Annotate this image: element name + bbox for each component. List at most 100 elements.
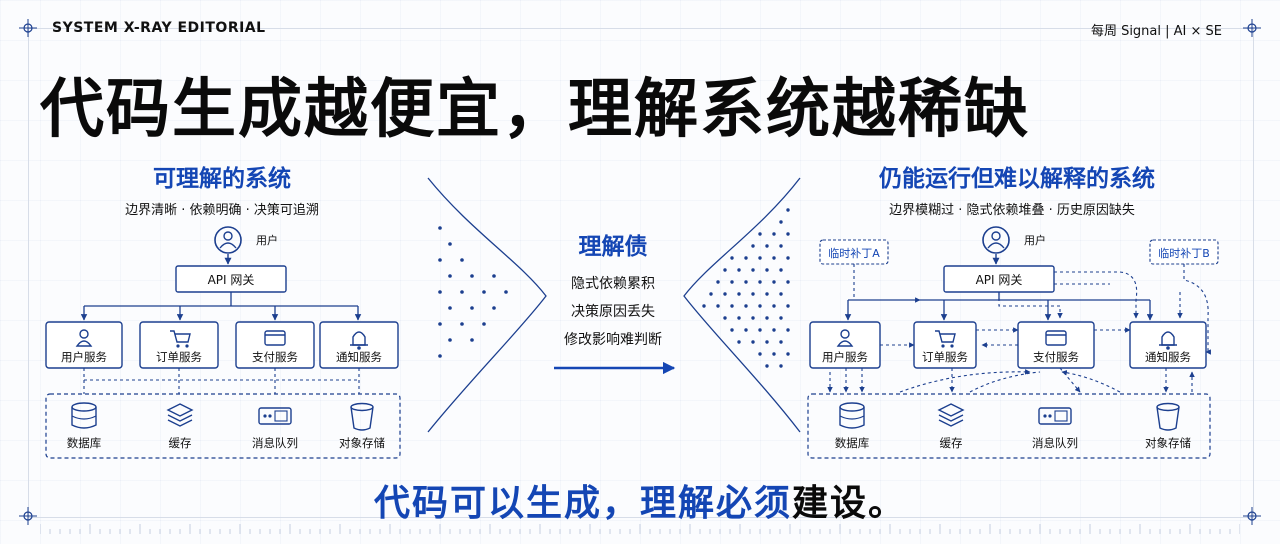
dot [470,274,474,278]
dot [737,268,741,272]
dot [772,352,776,356]
dot [448,242,452,246]
dot [492,306,496,310]
dot [438,226,442,230]
queue-icon [1038,407,1072,425]
dot [716,280,720,284]
user-service-box [809,321,881,369]
dot [765,244,769,248]
left-panel-subtitle: 边界清晰 · 依赖明确 · 决策可追溯 [125,202,319,218]
bucket-icon [350,402,374,431]
dots-right [702,208,790,368]
footer-slogan: 代码可以生成，理解必须建设。 [0,474,1280,526]
border-frame [28,28,1254,518]
dot [482,322,486,326]
dot [751,268,755,272]
dot [765,292,769,296]
dot [779,220,783,224]
dot [737,316,741,320]
dot [786,304,790,308]
dot [723,292,727,296]
dot [448,274,452,278]
patch-b-label: 临时补丁B [1158,246,1210,260]
brand-label: SYSTEM X-RAY EDITORIAL [52,20,266,36]
dot [730,280,734,284]
order-service-label: 订单服务 [156,350,202,364]
object-storage-label: 对象存储 [1145,436,1191,450]
cart-icon [935,330,956,348]
dot [438,322,442,326]
dot [758,256,762,260]
dot [482,290,486,294]
dot [772,304,776,308]
queue-icon [258,407,292,425]
dot [744,280,748,284]
dot [786,280,790,284]
user-label: 用户 [256,233,278,247]
funnel-left-curve [427,177,547,433]
dot [758,352,762,356]
dot [448,338,452,342]
debt-item-1: 隐式依赖累积 [571,276,655,292]
right-panel-subtitle: 边界模糊过 · 隐式依赖堆叠 · 历史原因缺失 [889,202,1135,218]
dot [730,256,734,260]
database-label: 数据库 [835,436,870,450]
layers-icon [166,403,194,427]
card-icon [264,330,286,346]
bell-icon [1159,331,1177,350]
database-icon [839,402,865,429]
object-storage-label: 对象存储 [339,436,385,450]
bucket-icon [1156,402,1180,431]
cache-label: 缓存 [169,436,192,450]
dot [772,232,776,236]
dot [779,268,783,272]
crosshair-icon [19,19,37,37]
notify-service-label: 通知服务 [336,350,382,364]
dot [786,256,790,260]
dot [765,340,769,344]
user-icon [982,226,1010,254]
cache-label: 缓存 [940,436,963,450]
dot [765,268,769,272]
database-label: 数据库 [67,436,102,450]
dot [448,306,452,310]
dot [779,292,783,296]
issue-label: 每周 Signal | AI × SE [1090,24,1222,39]
api-gateway-label: API 网关 [976,273,1023,287]
dot [504,290,508,294]
dot [460,290,464,294]
dot [492,274,496,278]
dot [786,328,790,332]
dot [772,280,776,284]
api-gateway-label: API 网关 [208,273,255,287]
dot [438,354,442,358]
dot [723,316,727,320]
dot [730,304,734,308]
dot [460,258,464,262]
left-panel-title: 可理解的系统 [153,165,291,192]
dot [744,304,748,308]
dot [758,328,762,332]
card-icon [1045,330,1067,346]
dot [730,328,734,332]
dot [758,304,762,308]
data-layer-box [45,393,401,459]
dot [723,268,727,272]
payment-service-label: 支付服务 [1033,350,1079,364]
dot [737,292,741,296]
dot [716,304,720,308]
dot [709,292,713,296]
debt-item-3: 修改影响难判断 [564,332,662,348]
dot [702,304,706,308]
dot [751,316,755,320]
order-service-box [913,321,977,369]
footer-part-2: 建设。 [792,483,907,524]
dot [751,244,755,248]
dot [744,256,748,260]
dot [438,290,442,294]
person-icon [836,329,854,347]
right-panel-title: 仍能运行但难以解释的系统 [879,165,1155,192]
dot [786,352,790,356]
